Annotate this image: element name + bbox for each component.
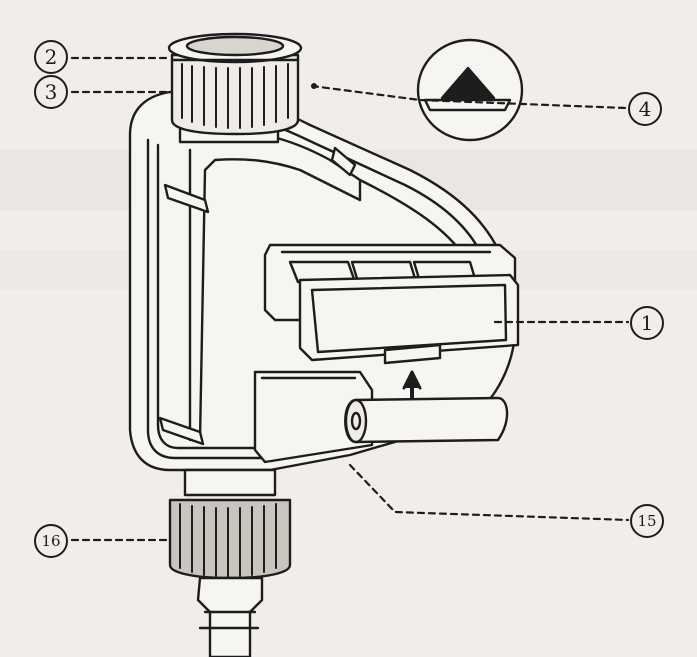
callout-3: 3 — [34, 75, 68, 109]
leader-4 — [310, 84, 627, 110]
callout-16-text: 16 — [41, 531, 61, 550]
callout-2-text: 2 — [44, 45, 58, 69]
leader-lines — [70, 56, 630, 542]
top-nut-ribs — [181, 63, 289, 129]
hose-connector — [196, 576, 264, 657]
callout-4-text: 4 — [638, 97, 652, 121]
callout-15: 15 — [630, 504, 664, 538]
cylinder — [344, 396, 509, 444]
callout-3-text: 3 — [44, 80, 58, 104]
battery-cover — [298, 273, 520, 362]
bottom-nut — [168, 498, 292, 580]
peg-mid — [330, 146, 357, 177]
callout-2: 2 — [34, 40, 68, 74]
callout-1-text: 1 — [640, 311, 654, 335]
lower-block — [253, 370, 374, 464]
bottom-coupling — [183, 468, 277, 497]
callout-16: 16 — [34, 524, 68, 558]
top-nut-body — [170, 53, 300, 136]
peg-lower — [158, 416, 205, 446]
callout-4: 4 — [628, 92, 662, 126]
callout-15-text: 15 — [637, 511, 657, 530]
peg-upper — [163, 183, 210, 214]
leader-15 — [348, 463, 630, 522]
bottom-nut-ribs — [179, 503, 277, 578]
callout-1: 1 — [630, 306, 664, 340]
